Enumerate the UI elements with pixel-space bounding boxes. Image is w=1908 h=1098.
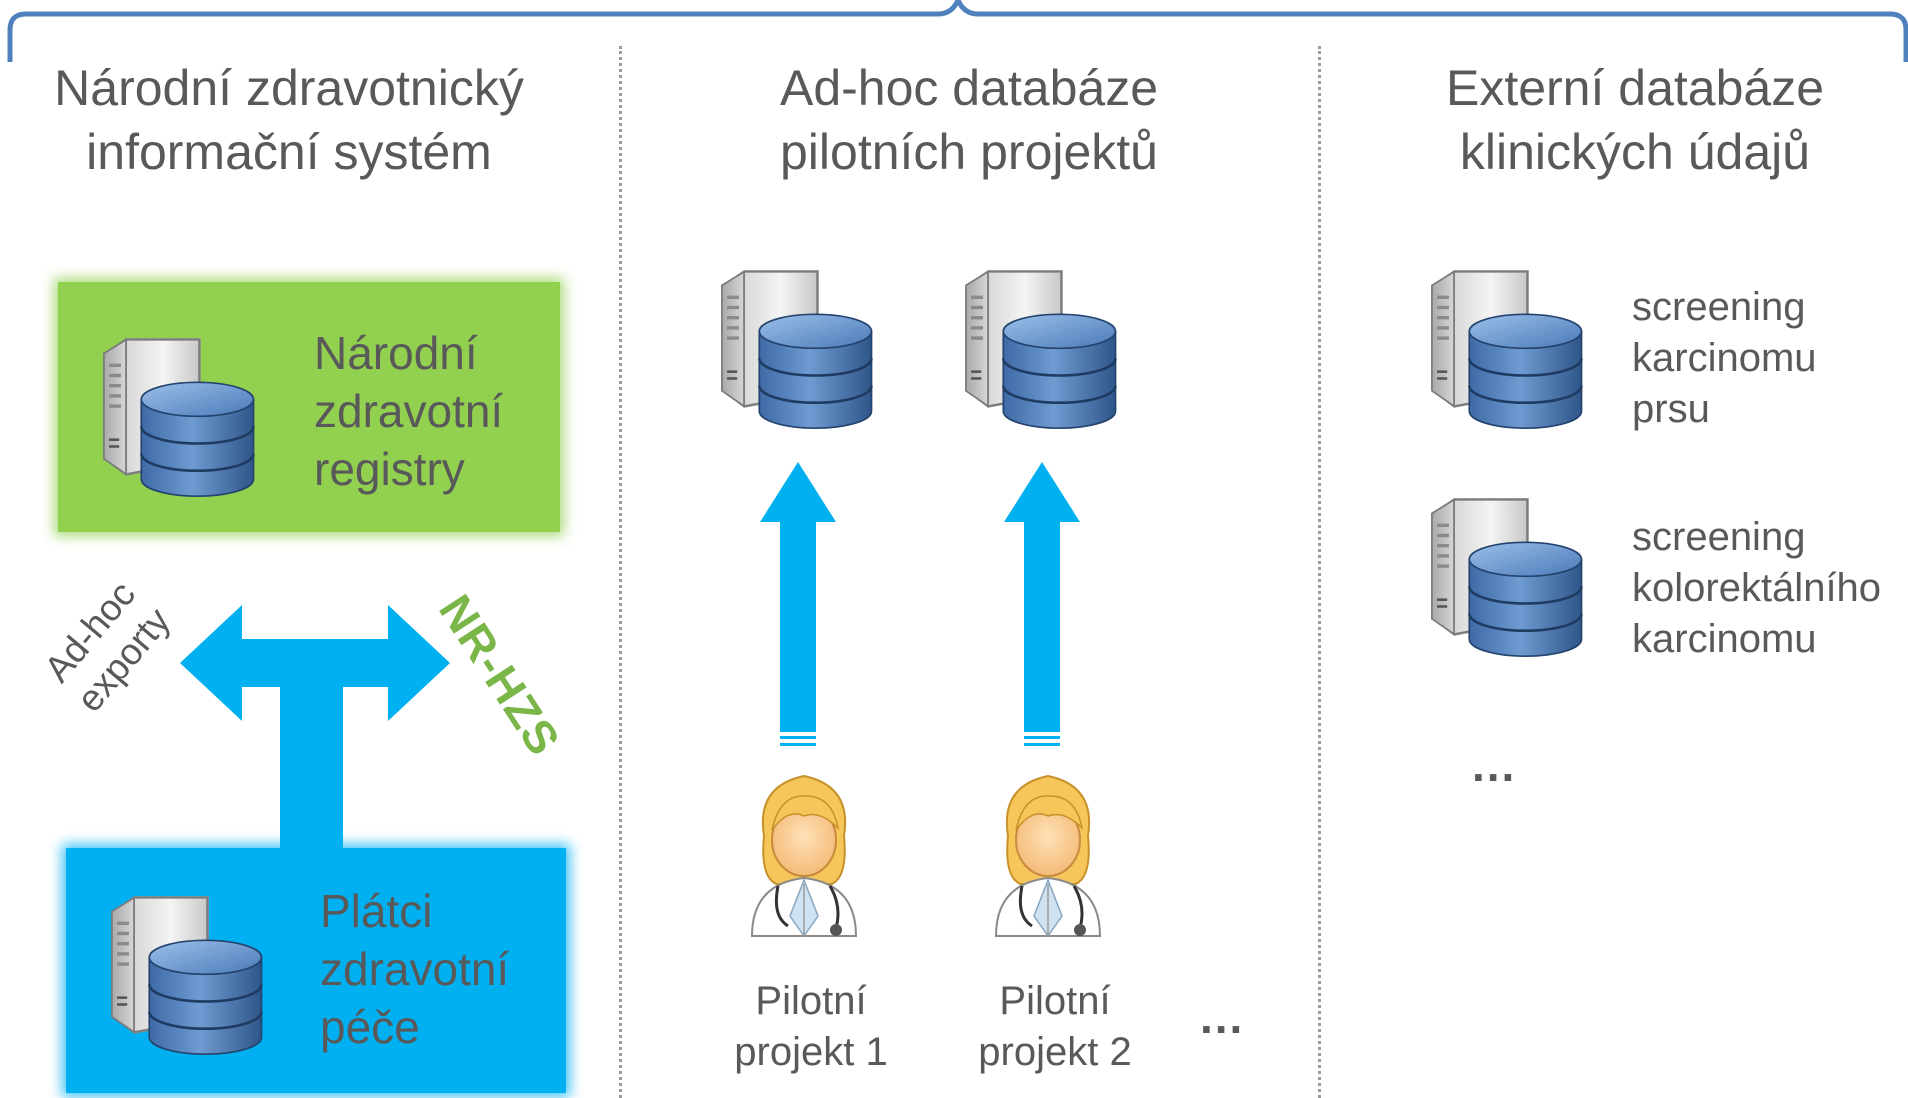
external-more: ...: [1472, 739, 1517, 791]
colorectal-screening-server-icon: [1430, 496, 1583, 658]
payer-server-icon: [110, 894, 263, 1056]
pilot1-doctor-icon: [750, 774, 858, 938]
breast-screening-label: screening karcinomu prsu: [1632, 285, 1817, 431]
breast-screening-server-icon: [1430, 268, 1583, 430]
pilot1-server-icon: [720, 268, 873, 430]
divider-right: [1318, 46, 1321, 1098]
column-title-national: Národní zdravotnický informační systém: [54, 60, 524, 180]
pilot2-label: Pilotní projekt 2: [978, 979, 1132, 1074]
exchange-arrow: [180, 605, 450, 855]
registry-label: Národní zdravotní registry: [314, 327, 504, 495]
payer-label: Plátci zdravotní péče: [320, 885, 510, 1053]
pilot1-label: Pilotní projekt 1: [734, 979, 888, 1074]
divider-left: [619, 46, 622, 1098]
pilots-more: ...: [1200, 991, 1245, 1043]
pilot2-up-arrow: [1004, 462, 1080, 746]
column-title-external: Externí databáze klinických údajů: [1445, 60, 1825, 180]
colorectal-screening-label: screening kolorektálního karcinomu: [1632, 515, 1882, 661]
pilot2-server-icon: [964, 268, 1117, 430]
pilot2-doctor-icon: [994, 774, 1102, 938]
registry-server-icon: [102, 336, 255, 498]
column-title-pilots: Ad-hoc databáze pilotních projektů: [779, 60, 1159, 180]
pilot1-up-arrow: [760, 462, 836, 746]
adhoc-export-label: Ad-hoc exporty: [36, 573, 179, 720]
top-brace: [7, 0, 1908, 62]
